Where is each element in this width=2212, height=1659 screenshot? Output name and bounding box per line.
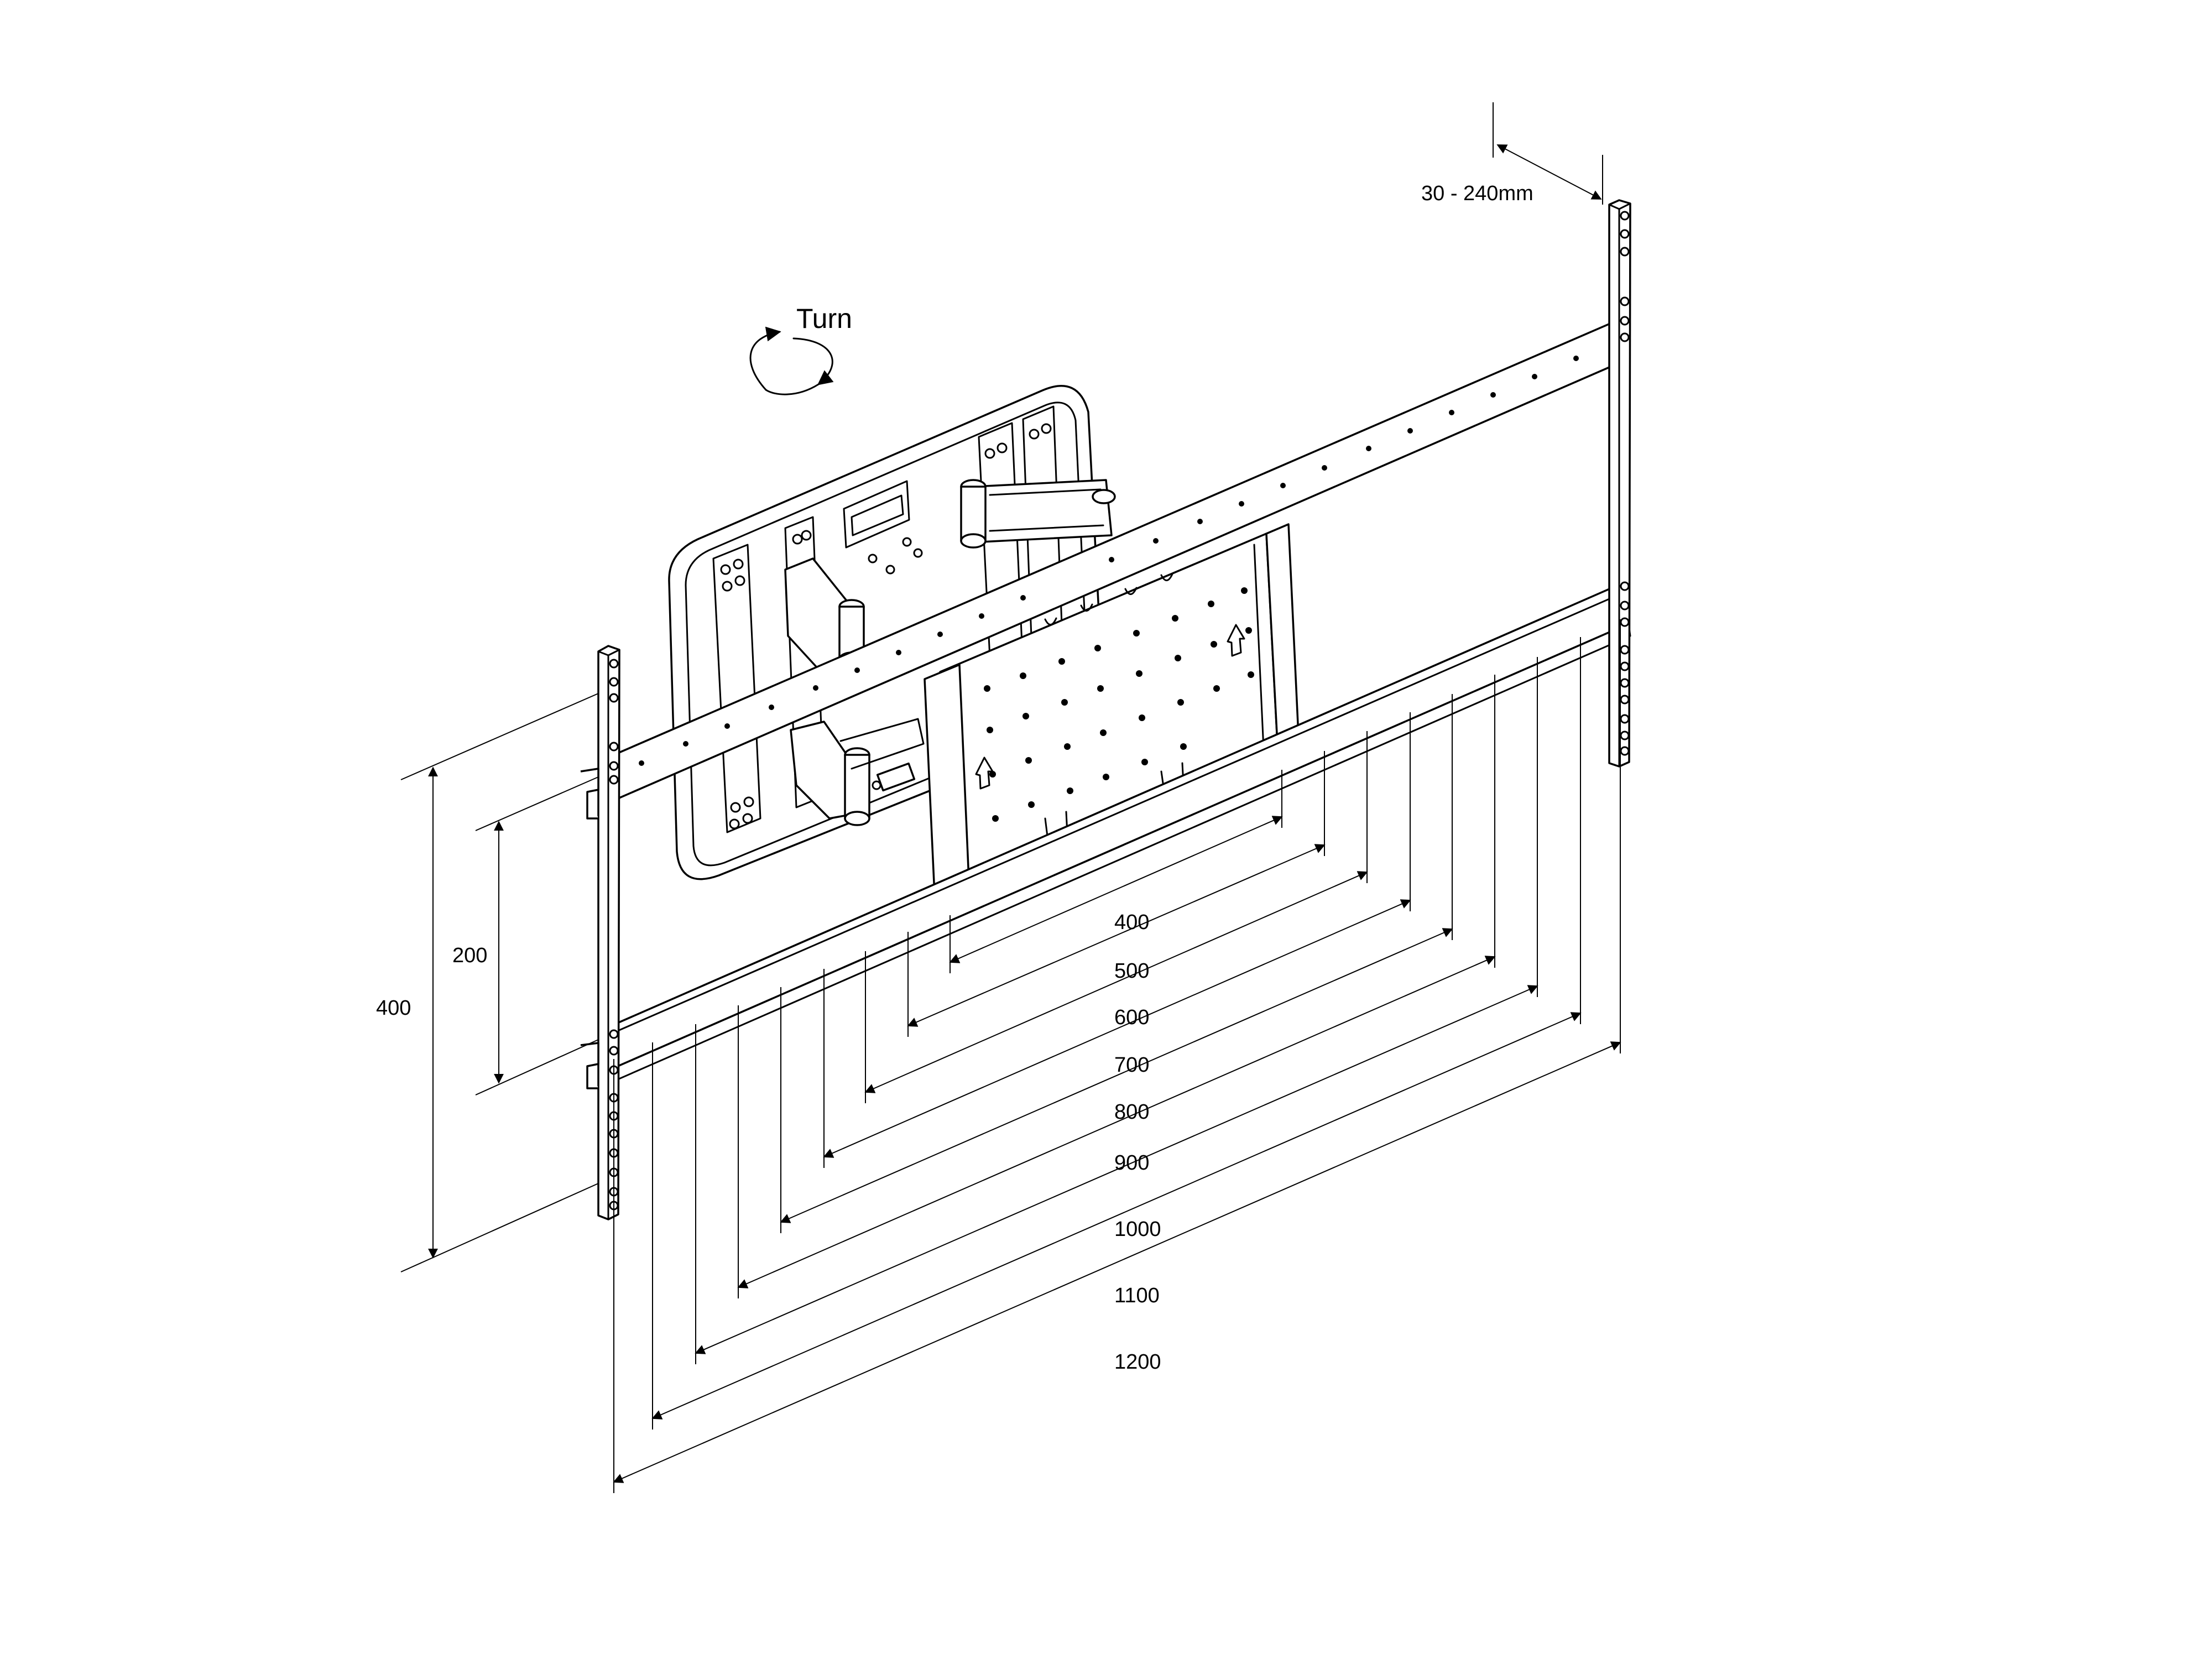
dimension-label-1200: 1200 (1114, 1350, 1161, 1374)
bracket-right-holes (1620, 211, 1630, 756)
bracket-right (1608, 199, 1631, 768)
up-arrow-icon (1227, 624, 1245, 657)
turn-label: Turn (796, 303, 852, 334)
dimension-label-1000: 1000 (1114, 1218, 1161, 1241)
dimension-label-500: 500 (1114, 959, 1149, 983)
wall-plate-holes (720, 423, 1052, 830)
rail-holes (639, 356, 1579, 766)
dimension-label-600: 600 (1114, 1006, 1149, 1029)
dimension-label-700: 700 (1114, 1053, 1149, 1077)
dimension-line (613, 1041, 1621, 1483)
rotate-arrows-icon (749, 326, 834, 395)
dimension-label-400: 400 (1114, 911, 1149, 934)
tv-plate-holes (984, 587, 1254, 822)
vertical-outer-label: 400 (376, 997, 411, 1020)
arm-lower (790, 718, 925, 826)
depth-label: 30 - 240mm (1421, 182, 1533, 205)
arm-upper (960, 479, 1116, 549)
vertical-dimension-outer (400, 693, 599, 1272)
dimension-label-1100: 1100 (1114, 1284, 1160, 1307)
vertical-inner-label: 200 (452, 944, 487, 967)
up-arrow-icon (975, 757, 994, 790)
depth-dimension (1493, 102, 1603, 205)
vertical-dimension-inner (475, 776, 599, 1095)
